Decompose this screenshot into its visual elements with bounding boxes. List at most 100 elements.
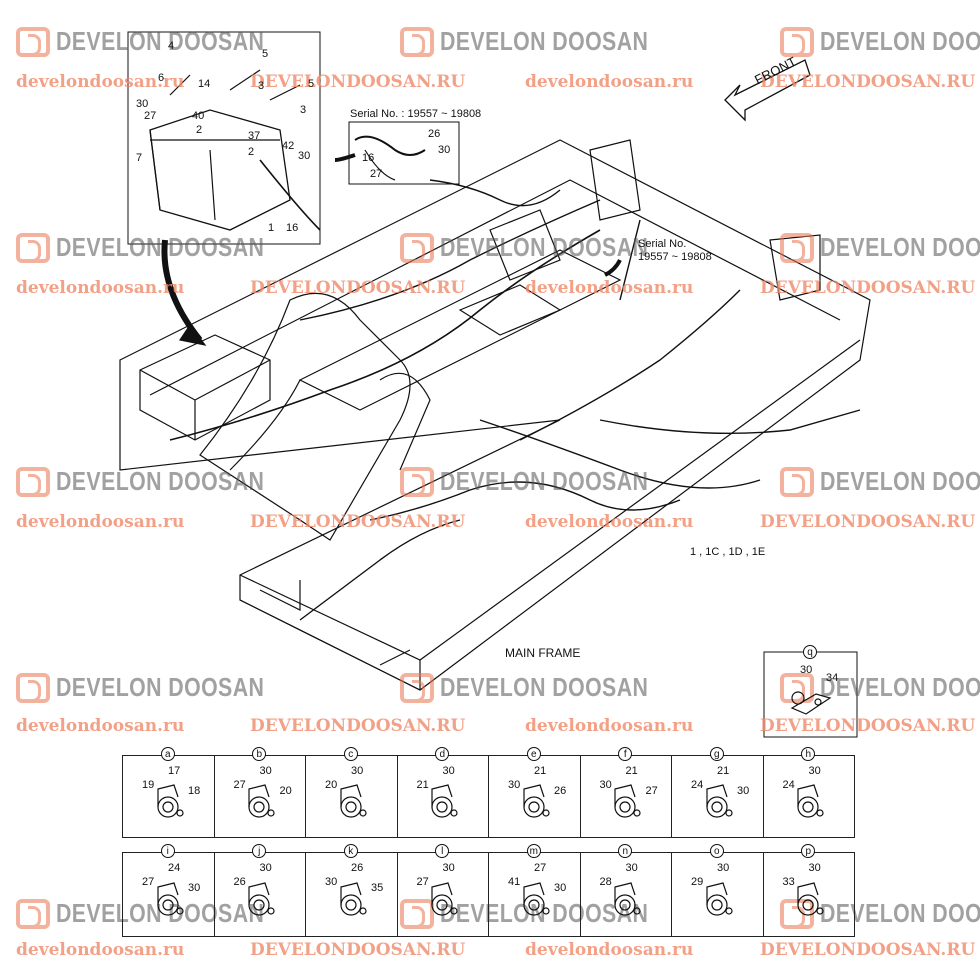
detail-part-number: 30 (442, 862, 455, 874)
detail-letter: a (160, 747, 175, 761)
clip-part-icon (248, 783, 275, 818)
detail-part-number: 26 (233, 876, 246, 888)
serial-inset-part-number: 27 (370, 168, 383, 180)
detail-letter: b (252, 747, 267, 761)
detail-letter: e (526, 747, 541, 761)
serial-inset-part-number: 30 (438, 144, 451, 156)
detail-part-number: 41 (508, 876, 521, 888)
detail-letter: k (343, 844, 358, 858)
battery-part-number: 16 (286, 222, 299, 234)
detail-part-number: 27 (645, 785, 658, 797)
battery-part-number: 6 (158, 72, 165, 84)
battery-part-number: 2 (248, 146, 255, 158)
detail-part-number: 21 (717, 765, 730, 777)
detail-part-number: 34 (826, 672, 839, 684)
battery-part-number: 1 (268, 222, 275, 234)
detail-part-number: 20 (279, 785, 292, 797)
detail-part-number: 29 (691, 876, 704, 888)
serial-inset-part-number: 16 (362, 152, 375, 164)
detail-part-number: 20 (325, 779, 338, 791)
detail-part-number: 30 (508, 779, 521, 791)
clip-part-icon (340, 881, 367, 916)
detail-part-number: 30 (554, 882, 567, 894)
clip-part-icon (614, 783, 641, 818)
detail-part-number: 30 (717, 862, 730, 874)
detail-letter: g (709, 747, 724, 761)
clip-part-icon (523, 881, 550, 916)
assembly-label: 1 , 1C , 1D , 1E (690, 546, 766, 558)
detail-part-number: 30 (599, 779, 612, 791)
clip-part-icon (790, 691, 832, 715)
diagram-title: MAIN FRAME (505, 646, 581, 660)
battery-part-number: 4 (168, 40, 175, 52)
detail-part-number: 26 (554, 785, 567, 797)
battery-part-number: 3 (258, 80, 265, 92)
clip-part-icon (431, 881, 458, 916)
battery-part-number: 5 (262, 48, 269, 60)
clip-part-icon (157, 881, 184, 916)
battery-part-number: 37 (248, 130, 261, 142)
battery-part-number: 40 (192, 110, 205, 122)
detail-part-number: 27 (142, 876, 155, 888)
detail-letter: q (803, 645, 817, 659)
detail-part-number: 30 (351, 765, 364, 777)
clip-part-icon (614, 881, 641, 916)
detail-part-number: 35 (371, 882, 384, 894)
detail-letter: h (801, 747, 816, 761)
battery-part-number: 14 (198, 78, 211, 90)
detail-letter: f (618, 747, 633, 761)
detail-part-number: 24 (691, 779, 704, 791)
detail-part-number: 21 (534, 765, 547, 777)
battery-part-number: 30 (298, 150, 311, 162)
detail-part-number: 30 (188, 882, 201, 894)
serial-callout-inset: Serial No. : 19557 ~ 19808 (350, 108, 482, 120)
battery-part-number: 30 (136, 98, 149, 110)
detail-part-number: 30 (259, 862, 272, 874)
detail-part-number: 26 (351, 862, 364, 874)
serial-inset-part-number: 26 (428, 128, 441, 140)
detail-letter: i (160, 844, 175, 858)
serial-callout-frame: Serial No.19557 ~ 19808 (638, 238, 712, 263)
clip-part-icon (706, 783, 733, 818)
battery-part-number: 42 (282, 140, 295, 152)
detail-letter: p (801, 844, 816, 858)
detail-part-number: 28 (599, 876, 612, 888)
detail-part-number: 33 (782, 876, 795, 888)
clip-part-icon (157, 783, 184, 818)
detail-part-number: 24 (782, 779, 795, 791)
clip-part-icon (797, 783, 824, 818)
detail-part-number: 30 (442, 765, 455, 777)
detail-part-number: 21 (416, 779, 429, 791)
detail-letter: o (709, 844, 724, 858)
detail-part-number: 30 (625, 862, 638, 874)
clip-part-icon (523, 783, 550, 818)
detail-part-number: 30 (808, 765, 821, 777)
detail-part-number: 30 (737, 785, 750, 797)
battery-part-number: 2 (196, 124, 203, 136)
detail-part-number: 30 (325, 876, 338, 888)
detail-part-number: 30 (808, 862, 821, 874)
detail-part-number: 24 (168, 862, 181, 874)
battery-part-number: 3 (300, 104, 307, 116)
detail-part-number: 27 (233, 779, 246, 791)
detail-letter: l (435, 844, 450, 858)
detail-part-number: 30 (800, 664, 813, 676)
detail-part-number: 27 (534, 862, 547, 874)
clip-part-icon (340, 783, 367, 818)
battery-part-number: 27 (144, 110, 157, 122)
clip-part-icon (431, 783, 458, 818)
clip-part-icon (248, 881, 275, 916)
detail-letter: n (618, 844, 633, 858)
detail-part-number: 17 (168, 765, 181, 777)
clip-part-icon (706, 881, 733, 916)
battery-part-number: 5 (308, 78, 315, 90)
detail-part-number: 21 (625, 765, 638, 777)
battery-part-number: 7 (136, 152, 143, 164)
detail-part-number: 27 (416, 876, 429, 888)
clip-part-icon (797, 881, 824, 916)
detail-letter: c (343, 747, 358, 761)
detail-part-number: 18 (188, 785, 201, 797)
detail-letter: j (252, 844, 267, 858)
